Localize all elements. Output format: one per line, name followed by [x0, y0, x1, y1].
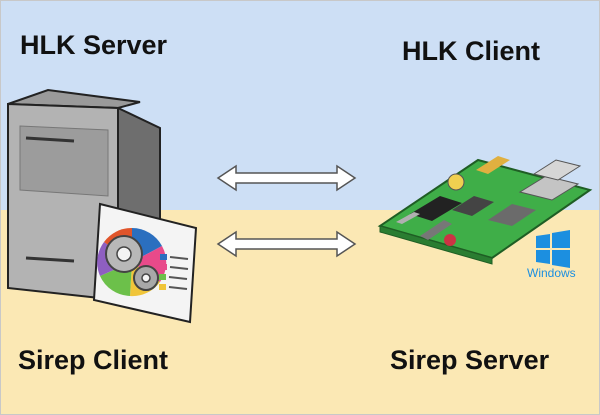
sirep-client-label: Sirep Client — [18, 345, 169, 375]
sirep-server-label: Sirep Server — [390, 345, 550, 375]
hlk-server-label: HLK Server — [20, 30, 168, 60]
circuit-board-icon — [377, 156, 593, 265]
hlk-client-label: HLK Client — [402, 36, 540, 66]
settings-gears-icon — [92, 202, 198, 324]
server-tower-icon — [7, 88, 161, 302]
double-arrow-icon — [216, 164, 357, 258]
windows-logo-text: Windows — [527, 266, 576, 280]
windows-logo-icon — [536, 230, 570, 268]
